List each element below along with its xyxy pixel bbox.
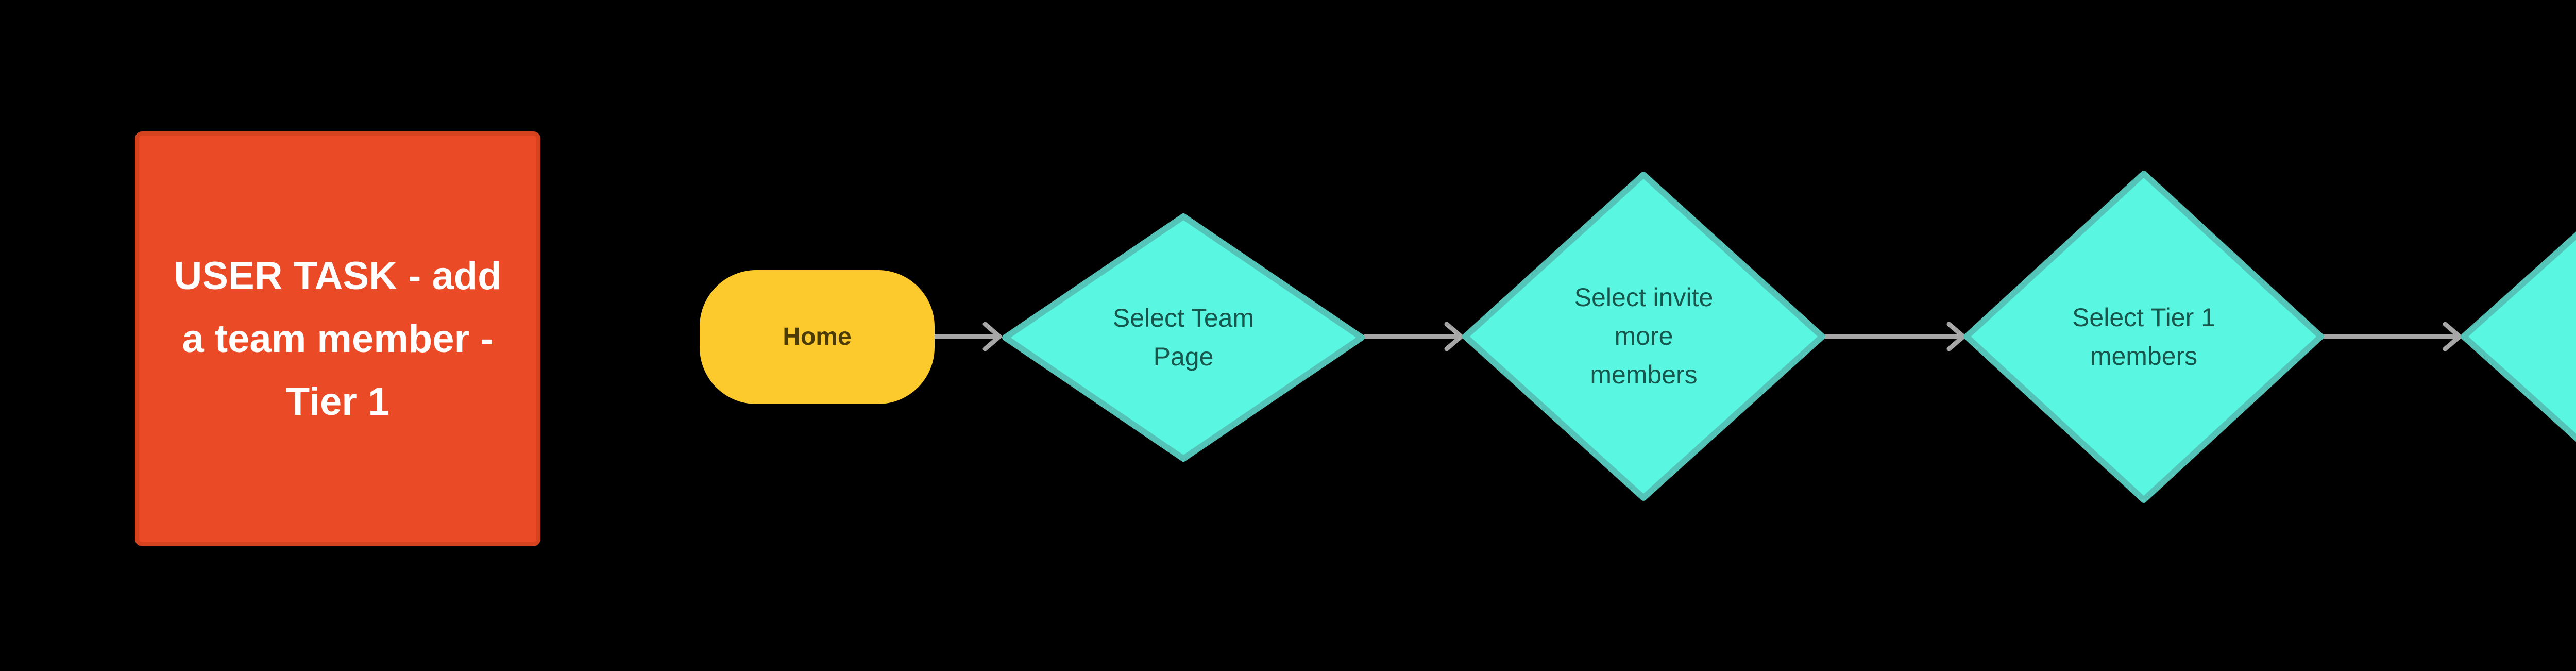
diamond-select-from-contacts[interactable] bbox=[2461, 175, 2576, 499]
diamond-select-tier-1-members[interactable] bbox=[1963, 171, 2324, 503]
node-home[interactable]: Home bbox=[700, 270, 935, 404]
diamond-select-invite-more-members[interactable] bbox=[1462, 172, 1825, 501]
task-note-label: USER TASK - add a team member - Tier 1 bbox=[174, 254, 502, 424]
connector-select-tier-1-to-select-from-contacts[interactable] bbox=[2322, 322, 2462, 351]
connector-select-team-page-to-select-invite-more[interactable] bbox=[1363, 322, 1464, 351]
connector-select-invite-more-to-select-tier-1[interactable] bbox=[1823, 322, 1966, 351]
connector-home-to-select-team-page[interactable] bbox=[933, 322, 1002, 351]
node-home-label: Home bbox=[783, 323, 852, 350]
diamond-select-team-page[interactable] bbox=[1002, 213, 1365, 462]
task-note[interactable]: USER TASK - add a team member - Tier 1 bbox=[135, 131, 540, 546]
